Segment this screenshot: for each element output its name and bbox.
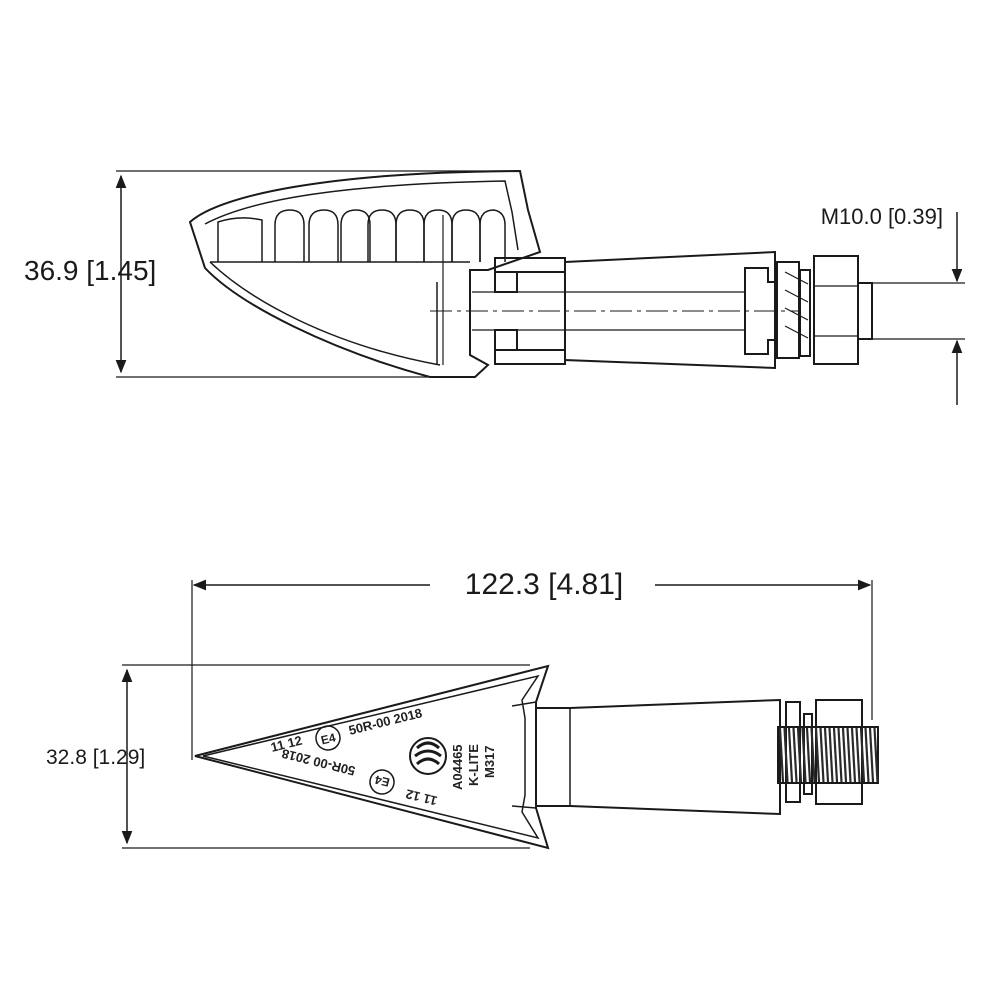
hex-nut [813, 255, 859, 365]
thread-line [873, 727, 879, 783]
stem-body [564, 250, 776, 370]
lamp-lower-curve [209, 261, 441, 366]
e-mark-lower-text: E4 [373, 772, 391, 789]
clamp-block-upper [494, 271, 518, 293]
thread-line [855, 727, 861, 783]
thread-line [796, 727, 803, 783]
e-mark-lower: E4 [369, 769, 395, 795]
thread-line [823, 727, 830, 783]
thread-dimension-label: M10.0 [0.39] [821, 204, 943, 229]
marking-brand: K-LITE [466, 744, 481, 786]
thread-line [837, 727, 843, 783]
thread-line [868, 727, 875, 783]
thread-line [805, 727, 812, 783]
marking-code-1: 11 12 [269, 733, 304, 755]
led-6 [395, 209, 425, 262]
led-9 [479, 209, 506, 262]
marking-approval-2: 50R-00 2018 [280, 746, 357, 779]
thread-line [846, 727, 852, 783]
top-stem-body [535, 698, 781, 816]
e-mark-upper-text: E4 [319, 730, 337, 747]
marking-code-2: 11 12 [404, 786, 439, 808]
lamp-shell-outer [188, 169, 542, 378]
led-4 [340, 209, 371, 262]
led-8 [451, 209, 481, 262]
led-array [217, 209, 506, 262]
washer-spiral [784, 271, 809, 339]
thread-line [832, 727, 839, 783]
thread-line [801, 727, 807, 783]
thread-line [778, 727, 785, 783]
lens-notch-bottom [511, 805, 537, 809]
top-view [121, 579, 873, 850]
marking-model: M317 [482, 745, 497, 778]
height-dimension-label: 36.9 [1.45] [24, 255, 156, 286]
led-1 [217, 217, 263, 262]
clamp-block-lower [494, 329, 518, 351]
lens-notch-top [511, 701, 537, 707]
thread-line [841, 727, 848, 783]
spring-washer [799, 269, 811, 357]
clamp-lower [494, 349, 566, 365]
thread-line [814, 727, 821, 783]
width-dimension-label: 32.8 [1.29] [46, 746, 145, 769]
thread-line [810, 727, 816, 783]
side-view [115, 169, 965, 405]
thread-line [864, 727, 870, 783]
thread-line [819, 727, 825, 783]
approval-markings: 11 12 E4 50R-00 2018 50R-00 2018 E4 11 1… [269, 705, 497, 808]
thread-line [783, 727, 789, 783]
led-5 [367, 209, 397, 262]
threaded-stud [857, 282, 873, 340]
logo-icon [409, 737, 447, 775]
led-2 [274, 209, 305, 262]
thread-line [828, 727, 834, 783]
thread-line [787, 727, 794, 783]
thread-line [859, 727, 866, 783]
lens-inner [202, 674, 540, 840]
marking-approval-1: 50R-00 2018 [347, 705, 424, 738]
e-mark-upper: E4 [315, 725, 341, 751]
top-washer [785, 701, 801, 803]
lamp-lens-line [204, 180, 519, 251]
marking-part-number: A04465 [450, 744, 465, 790]
led-7 [423, 209, 453, 262]
led-3 [308, 209, 339, 262]
length-dimension-label: 122.3 [4.81] [465, 568, 623, 601]
thread-hatch [777, 726, 879, 784]
thread-line [792, 727, 798, 783]
threaded-stud-outline [777, 726, 879, 784]
thread-line [850, 727, 857, 783]
